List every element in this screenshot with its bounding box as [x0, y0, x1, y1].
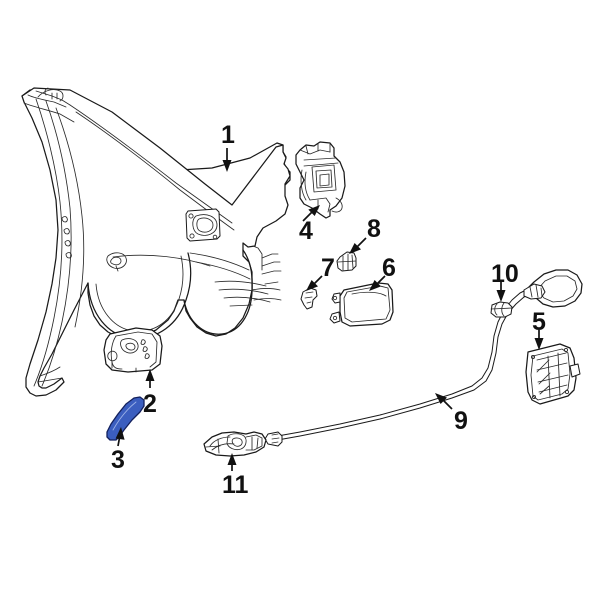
arrowhead-8: [349, 243, 361, 254]
part-fuel-door-hinge-bracket[interactable]: [525, 343, 581, 405]
arrowhead-10: [496, 290, 506, 302]
part-reinforcement-bracket[interactable]: [103, 327, 163, 373]
part-wheelhouse-extension-bracket[interactable]: [295, 141, 346, 219]
arrowhead-1: [222, 160, 232, 172]
arrowhead-11: [227, 453, 237, 465]
callout-number-4[interactable]: 4: [299, 217, 313, 245]
arrowhead-2: [145, 369, 155, 381]
arrowhead-4: [308, 205, 320, 216]
callout-number-9[interactable]: 9: [454, 407, 468, 435]
callout-number-11[interactable]: 11: [222, 471, 249, 499]
callout-number-7[interactable]: 7: [321, 254, 335, 282]
part-body-side-molding-highlighted[interactable]: [106, 396, 145, 441]
arrowhead-7: [306, 280, 318, 291]
callout-number-3[interactable]: 3: [111, 446, 125, 474]
callout-number-1[interactable]: 1: [221, 121, 235, 149]
part-retainer-clip-small[interactable]: [300, 287, 318, 310]
part-cable-clamp-clip[interactable]: [490, 301, 513, 318]
callout-number-10[interactable]: 10: [491, 260, 519, 288]
part-fuel-door-release-lever[interactable]: [203, 431, 267, 457]
part-quarter-panel[interactable]: [21, 87, 291, 397]
arrowhead-9: [435, 393, 447, 404]
part-fuel-filler-door[interactable]: [329, 282, 394, 327]
leader-4: [302, 210, 314, 222]
arrowhead-5: [534, 338, 544, 350]
arrowhead-3: [115, 427, 125, 440]
callout-number-6[interactable]: 6: [382, 254, 396, 282]
callout-leaders: [115, 148, 544, 471]
callout-number-8[interactable]: 8: [367, 215, 381, 243]
callout-number-5[interactable]: 5: [532, 308, 546, 336]
arrowhead-6: [369, 280, 381, 291]
callout-number-2[interactable]: 2: [143, 390, 157, 418]
part-bumper-stopper-grommet[interactable]: [336, 251, 357, 272]
